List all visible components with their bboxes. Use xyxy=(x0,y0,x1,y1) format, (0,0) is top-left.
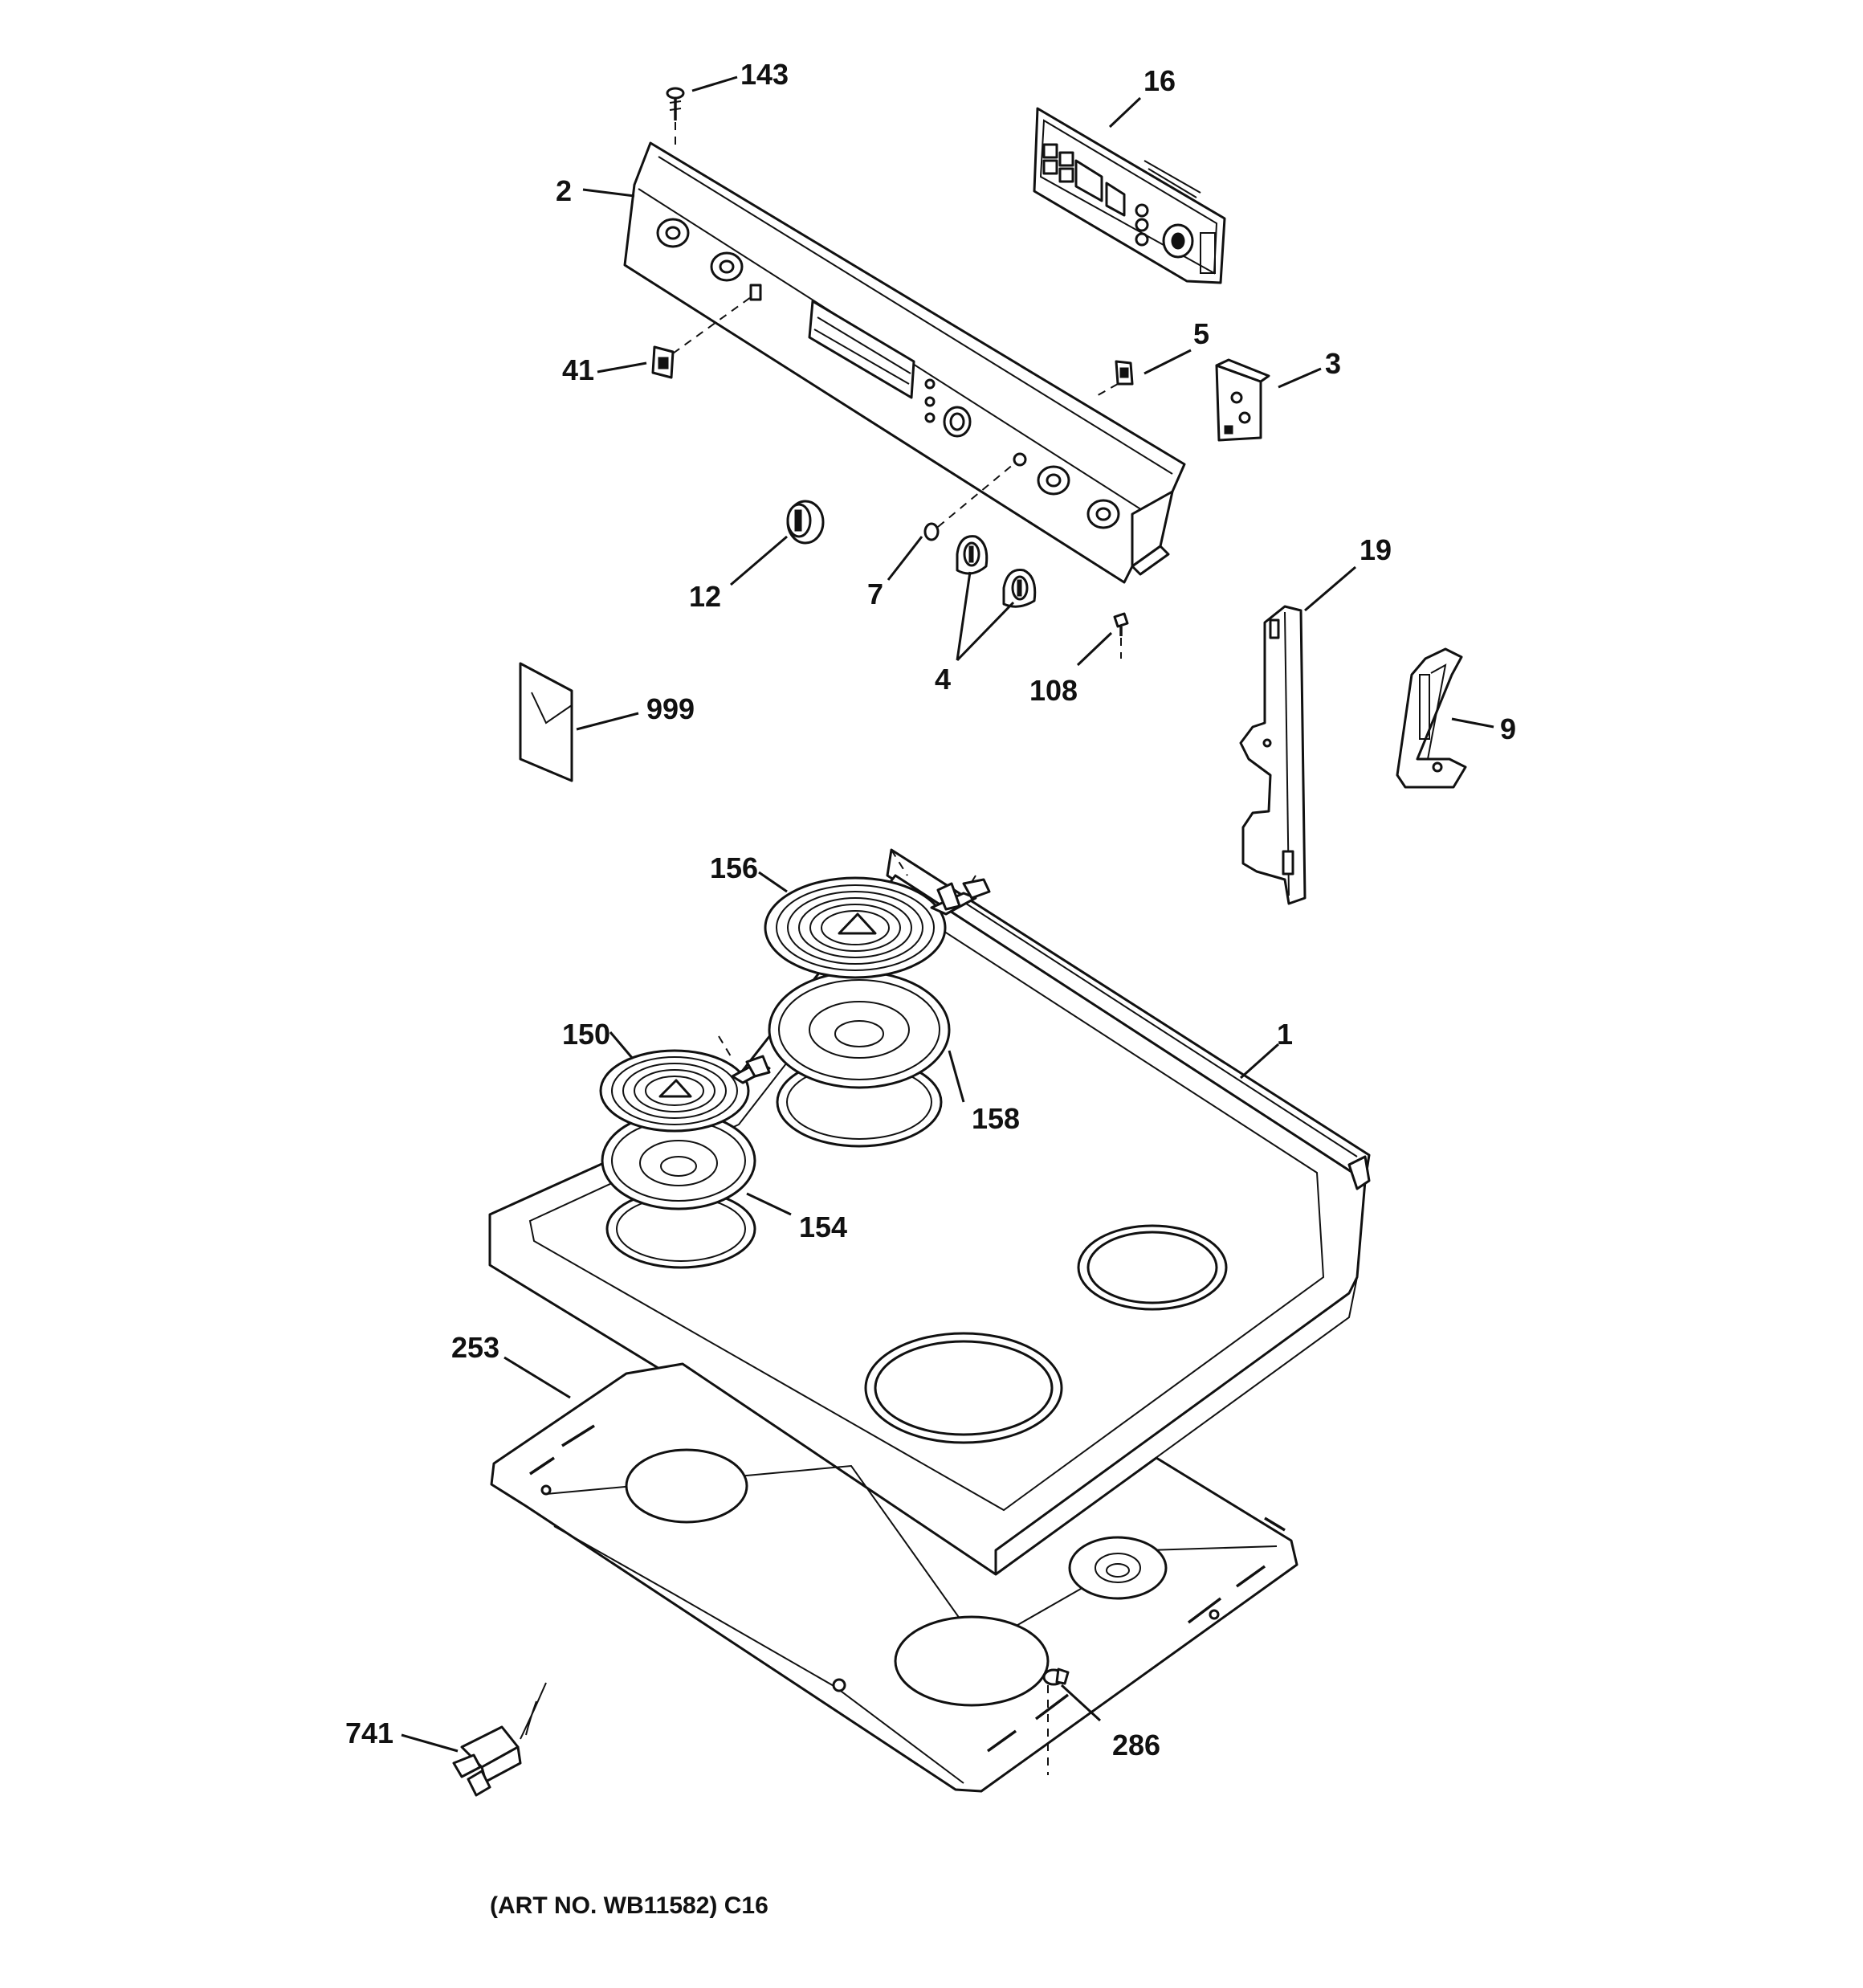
part-253-burner-box xyxy=(490,1362,1298,1793)
callout-9: 9 xyxy=(1500,712,1516,745)
part-12-clock-knob xyxy=(786,500,825,545)
callout-156: 156 xyxy=(710,851,758,884)
callout-2: 2 xyxy=(556,174,572,207)
part-16-control-board xyxy=(1033,107,1226,284)
part-3-infinite-switch xyxy=(1215,358,1270,442)
callout-labels: 143 16 2 41 5 3 12 7 4 108 19 999 9 156 … xyxy=(345,58,1516,1919)
callout-741: 741 xyxy=(345,1717,393,1749)
part-156-terminal xyxy=(962,875,991,900)
callout-7: 7 xyxy=(867,578,883,610)
callout-143: 143 xyxy=(740,58,789,91)
art-number-caption: (ART NO. WB11582) C16 xyxy=(490,1892,768,1919)
callout-12: 12 xyxy=(689,580,721,613)
callout-19: 19 xyxy=(1360,533,1392,566)
part-4-knob-b xyxy=(1002,568,1037,608)
callout-158: 158 xyxy=(972,1102,1020,1135)
part-143-screw xyxy=(666,87,685,145)
part-741-terminal-block xyxy=(452,1682,547,1797)
callout-253: 253 xyxy=(451,1331,499,1364)
leader-lines xyxy=(401,76,1494,1753)
part-19-bracket xyxy=(1239,605,1307,905)
part-154-drip-pan xyxy=(601,1111,756,1210)
part-9-end-cap xyxy=(1396,647,1467,789)
part-4-knob-a xyxy=(956,535,989,575)
callout-150: 150 xyxy=(562,1018,610,1051)
callout-16: 16 xyxy=(1143,64,1176,97)
part-41-switch xyxy=(651,296,752,379)
part-5-relay xyxy=(1093,360,1134,398)
part-286-clip xyxy=(1042,1668,1070,1775)
callout-108: 108 xyxy=(1029,674,1078,707)
callout-41: 41 xyxy=(562,353,594,386)
callout-286: 286 xyxy=(1112,1729,1160,1761)
part-150-surface-element-small xyxy=(599,1035,771,1133)
callout-5: 5 xyxy=(1193,317,1209,350)
callout-154: 154 xyxy=(799,1210,847,1243)
part-2-backsplash xyxy=(623,141,1186,584)
callout-999: 999 xyxy=(646,692,695,725)
part-108-screw xyxy=(1113,612,1129,659)
callout-1: 1 xyxy=(1277,1018,1293,1051)
callout-3: 3 xyxy=(1325,347,1341,380)
part-999-literature xyxy=(519,662,573,782)
part-156-surface-element-large xyxy=(764,849,977,979)
part-158-drip-pan xyxy=(768,970,951,1089)
callout-4: 4 xyxy=(935,663,951,696)
part-7-spring xyxy=(923,463,1014,541)
